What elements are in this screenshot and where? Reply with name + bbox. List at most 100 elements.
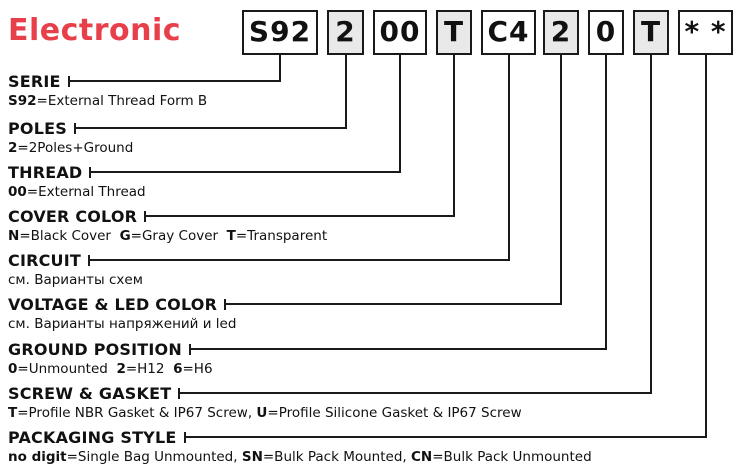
section-label-row: CIRCUIT [8,250,509,270]
description-segment: 6 [173,361,183,377]
part-code-box: T [633,10,669,55]
part-code-text: * * [684,14,727,48]
description-segment: U [256,405,268,421]
legend-section: SCREW & GASKET T=Profile NBR Gasket & IP… [8,383,651,422]
section-label-row: SERIE [8,71,280,91]
part-code-text: T [443,14,465,48]
part-code-box: C4 [481,10,536,55]
description-segment: =Bulk Pack Unmounted [432,449,592,465]
description-segment: =H12 [125,361,174,377]
description-segment: 2 [116,361,126,377]
section-label: CIRCUIT [8,250,82,270]
connector-tick [144,210,147,222]
part-code-box: S92 [242,10,318,55]
description-segment: =Gray Cover [130,228,227,244]
connector-hline [75,127,346,129]
section-label-row: COVER COLOR [8,206,454,226]
part-code-text: 2 [335,14,356,48]
section-description: 2=2Poles+Ground [8,140,346,157]
section-description: no digit=Single Bag Unmounted, SN=Bulk P… [8,449,706,466]
part-code-text: 2 [550,14,572,48]
legend-section: SERIE S92=External Thread Form B [8,71,280,110]
part-code-text: 00 [379,14,421,48]
description-segment: =External Thread [26,184,146,200]
part-code-box: T [436,10,472,55]
section-label: SERIE [8,71,61,91]
description-segment: 00 [8,184,27,200]
section-label-row: GROUND POSITION [8,339,606,359]
description-segment: =Black Cover [19,228,120,244]
description-segment: CN [410,449,433,465]
description-segment: =Bulk Pack Mounted, [262,449,411,465]
legend-section: THREAD 00=External Thread [8,162,400,201]
description-segment: =Single Bag Unmounted, [66,449,242,465]
connector-tick [178,387,181,399]
legend-section: CIRCUIT см. Варианты схем [8,250,509,289]
connector-hline [190,348,606,350]
connector-vline [704,55,707,438]
section-label: SCREW & GASKET [8,383,172,403]
brand-title: Electronic [8,13,182,48]
connector-vline [560,55,562,305]
section-label: GROUND POSITION [8,339,182,359]
connector-vline [279,55,281,82]
part-code-box: 2 [327,10,364,55]
connector-vline [399,55,401,173]
connector-hline [185,436,706,438]
connector-tick [188,343,191,355]
description-segment: no digit [8,449,67,465]
description-segment: =Transparent [235,228,328,244]
connector-tick [89,166,92,178]
description-segment: G [119,228,131,244]
part-code-box: 00 [373,10,427,55]
section-description: см. Варианты схем [8,272,509,289]
connector-tick [88,254,91,266]
part-code-text: C4 [487,14,530,48]
section-description: см. Варианты напряжений и led [8,316,561,333]
description-segment: см. Варианты схем [8,272,143,288]
description-segment: =2Poles+Ground [17,140,134,156]
connector-vline [507,55,510,261]
legend-section: VOLTAGE & LED COLOR см. Варианты напряже… [8,294,561,333]
description-segment: =Profile Silicone Gasket & IP67 Screw [267,405,522,421]
connector-hline [91,171,400,173]
description-segment: 2 [8,140,18,156]
connector-vline [453,55,455,217]
legend-section: POLES 2=2Poles+Ground [8,118,346,157]
connector-vline [344,55,347,129]
section-description: T=Profile NBR Gasket & IP67 Screw, U=Pro… [8,405,651,422]
part-code-text: S92 [248,14,312,48]
legend-section: PACKAGING STYLE no digit=Single Bag Unmo… [8,427,706,466]
connector-tick [183,431,186,443]
description-segment: SN [241,449,263,465]
section-label: THREAD [8,162,83,182]
section-label-row: SCREW & GASKET [8,383,651,403]
description-segment: 0 [8,361,18,377]
section-label: VOLTAGE & LED COLOR [8,294,218,314]
part-code-box: * * [678,10,733,55]
legend-section: GROUND POSITION 0=Unmounted 2=H12 6=H6 [8,339,606,378]
connector-tick [67,75,70,87]
connector-tick [224,298,227,310]
connector-hline [146,215,454,217]
description-segment: =Profile NBR Gasket & IP67 Screw, [17,405,257,421]
connector-vline [605,55,607,350]
connector-hline [180,392,651,394]
description-segment: S92 [8,93,37,109]
section-label: POLES [8,118,67,138]
section-label-row: THREAD [8,162,400,182]
part-code-box: 0 [588,10,624,55]
section-description: S92=External Thread Form B [8,93,280,110]
section-description: 00=External Thread [8,184,400,201]
section-label: COVER COLOR [8,206,138,226]
description-segment: T [8,405,18,421]
connector-hline [226,303,561,305]
legend-section: COVER COLOR N=Black Cover G=Gray Cover T… [8,206,454,245]
description-segment: =External Thread Form B [36,93,208,109]
section-description: 0=Unmounted 2=H12 6=H6 [8,361,606,378]
connector-tick [73,122,76,134]
connector-vline [650,55,652,394]
description-segment: N [8,228,20,244]
section-description: N=Black Cover G=Gray Cover T=Transparent [8,228,454,245]
